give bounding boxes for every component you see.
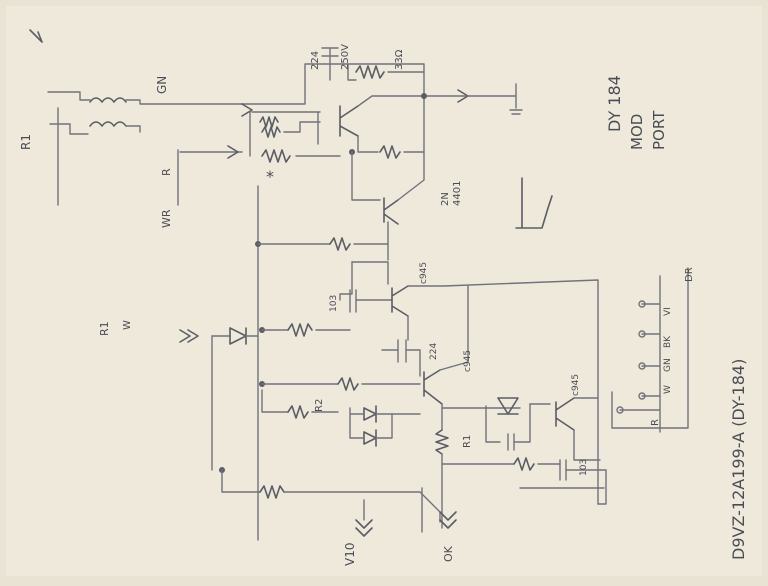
pin-label-w: W xyxy=(663,385,673,394)
resistor-f xyxy=(287,323,313,337)
labels: R1 GN 224 250V 33Ω WR R * 2N 4401 DY 184… xyxy=(19,44,748,566)
label-r1: R1 xyxy=(19,134,33,150)
label-w: W xyxy=(122,320,133,330)
label-224: 224 xyxy=(310,51,321,70)
pin-label-dr: DR xyxy=(684,267,695,282)
label-mod: MOD xyxy=(628,114,646,150)
resistor-r1 xyxy=(435,429,449,455)
arrow-v10 xyxy=(355,519,373,537)
transistor-c945-a xyxy=(391,285,409,317)
arrow-in-1 xyxy=(241,103,253,117)
label-c945b: c945 xyxy=(463,350,473,372)
zener-diode xyxy=(497,397,519,415)
resistor-a xyxy=(259,116,279,128)
resistor-g xyxy=(259,485,285,499)
arrow-in-3 xyxy=(179,329,199,343)
pin-label-gn: GN xyxy=(663,358,673,372)
resistor-c xyxy=(261,149,291,163)
label-r2: R2 xyxy=(314,399,325,412)
resistor-h xyxy=(337,377,359,391)
waveform-sketch xyxy=(515,177,553,229)
paper-inner xyxy=(6,6,762,576)
transistor-t1 xyxy=(339,105,359,137)
label-dy184: DY 184 xyxy=(605,75,624,132)
label-224b: 224 xyxy=(429,343,439,360)
label-r: R xyxy=(160,168,173,176)
capacitor-224 xyxy=(321,47,339,81)
resistor-i xyxy=(513,457,535,471)
label-port: PORT xyxy=(650,110,668,150)
label-v10: V10 xyxy=(343,543,357,566)
label-r1b: R1 xyxy=(98,321,111,336)
connector xyxy=(611,267,689,433)
pin-label-r: R xyxy=(650,419,661,426)
transistor-c945-b xyxy=(423,369,443,405)
label-star: * xyxy=(266,167,274,186)
transistor-c945-c xyxy=(555,397,575,431)
label-r1c: R1 xyxy=(462,435,473,448)
arrow-ok xyxy=(439,511,457,529)
arrow-mark xyxy=(29,29,43,43)
resistor-d xyxy=(379,145,401,159)
label-103b: 103 xyxy=(579,459,589,476)
label-2n: 2N xyxy=(440,192,451,206)
pin-label-vi: VI xyxy=(663,307,673,316)
coil-section xyxy=(29,29,243,206)
transistor-2n4401 xyxy=(383,197,399,225)
coil-lower xyxy=(89,121,127,127)
label-ok: OK xyxy=(442,545,455,562)
coil-upper xyxy=(89,97,127,103)
capacitor-103 xyxy=(349,289,357,313)
label-c945c: c945 xyxy=(571,374,581,396)
middle-network xyxy=(179,185,599,541)
resistor-r2 xyxy=(287,405,309,419)
arrow-in-2 xyxy=(227,145,239,159)
label-title: D9VZ-12A199-A (DY-184) xyxy=(729,359,748,560)
label-wr: WR xyxy=(160,209,173,228)
label-4401: 4401 xyxy=(452,181,463,206)
label-gn: GN xyxy=(155,76,169,94)
pin-label-bk: BK xyxy=(663,335,673,348)
resistor-b xyxy=(261,126,281,138)
label-103a: 103 xyxy=(329,295,339,312)
label-c945a: c945 xyxy=(419,262,429,284)
capacitor-224b xyxy=(397,339,407,363)
resistor-e xyxy=(329,237,351,251)
upper-network xyxy=(227,47,523,261)
label-250v: 250V xyxy=(340,44,351,70)
lower-network xyxy=(355,285,607,537)
label-33ohm: 33Ω xyxy=(394,49,405,70)
resistor-33 xyxy=(355,65,385,79)
